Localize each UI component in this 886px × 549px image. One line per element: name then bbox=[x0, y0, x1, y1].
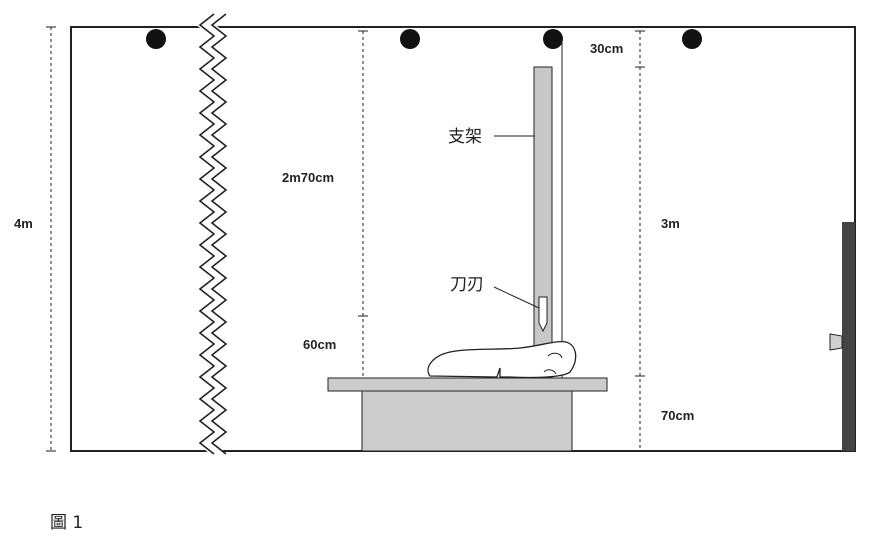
blade-label: 刀刃 bbox=[450, 275, 484, 295]
stand-label: 支架 bbox=[448, 127, 482, 147]
blade-leader-line bbox=[493, 286, 540, 309]
zigzag-break-icon bbox=[196, 9, 230, 459]
door bbox=[842, 222, 855, 451]
table-height-label: 70cm bbox=[661, 408, 694, 423]
ceiling-light-icon bbox=[400, 29, 420, 49]
top-gap-label: 30cm bbox=[590, 41, 623, 56]
dimension-room-height bbox=[46, 26, 56, 452]
body-detail bbox=[543, 369, 557, 375]
mid-height-label: 3m bbox=[661, 216, 680, 231]
lower-gap-label: 60cm bbox=[303, 337, 336, 352]
table bbox=[327, 377, 608, 452]
body-detail bbox=[547, 352, 563, 359]
body-figure bbox=[427, 340, 577, 379]
dimension-right bbox=[635, 30, 645, 452]
figure-caption: 圖 1 bbox=[50, 513, 83, 533]
ceiling-light-icon bbox=[146, 29, 166, 49]
blade-icon bbox=[538, 296, 548, 333]
room-height-label: 4m bbox=[14, 216, 33, 231]
door-handle-icon bbox=[829, 333, 843, 351]
ceiling-light-icon bbox=[682, 29, 702, 49]
ceiling-light-icon bbox=[543, 29, 563, 49]
upper-gap-label: 2m70cm bbox=[282, 170, 334, 185]
